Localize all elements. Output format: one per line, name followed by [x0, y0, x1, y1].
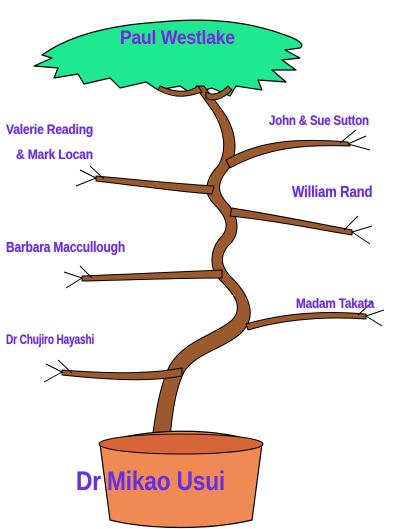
label-mark-locan: & Mark Locan — [16, 146, 93, 162]
branch-madam-takata — [245, 311, 367, 331]
branch-john-sue — [225, 139, 351, 169]
branch-valerie-mark — [95, 175, 215, 195]
label-john-sue-sutton: John & Sue Sutton — [269, 112, 369, 128]
label-william-rand: William Rand — [292, 184, 373, 201]
label-barbara-maccullough: Barbara Maccullough — [6, 239, 125, 256]
label-madam-takata: Madam Takata — [296, 295, 375, 311]
branch-barbara — [81, 269, 223, 282]
tree-trunk — [151, 85, 251, 441]
label-paul-westlake: Paul Westlake — [120, 28, 235, 49]
label-chujiro-hayashi: Dr Chujiro Hayashi — [6, 331, 95, 347]
branch-william — [229, 207, 353, 236]
branch-top-left — [157, 85, 203, 97]
branch-top-right — [205, 85, 233, 101]
label-valerie-reading: Valerie Reading — [6, 121, 94, 137]
label-mikao-usui: Dr Mikao Usui — [76, 466, 226, 496]
branch-chujiro — [61, 367, 183, 381]
tree-pot — [98, 430, 264, 529]
